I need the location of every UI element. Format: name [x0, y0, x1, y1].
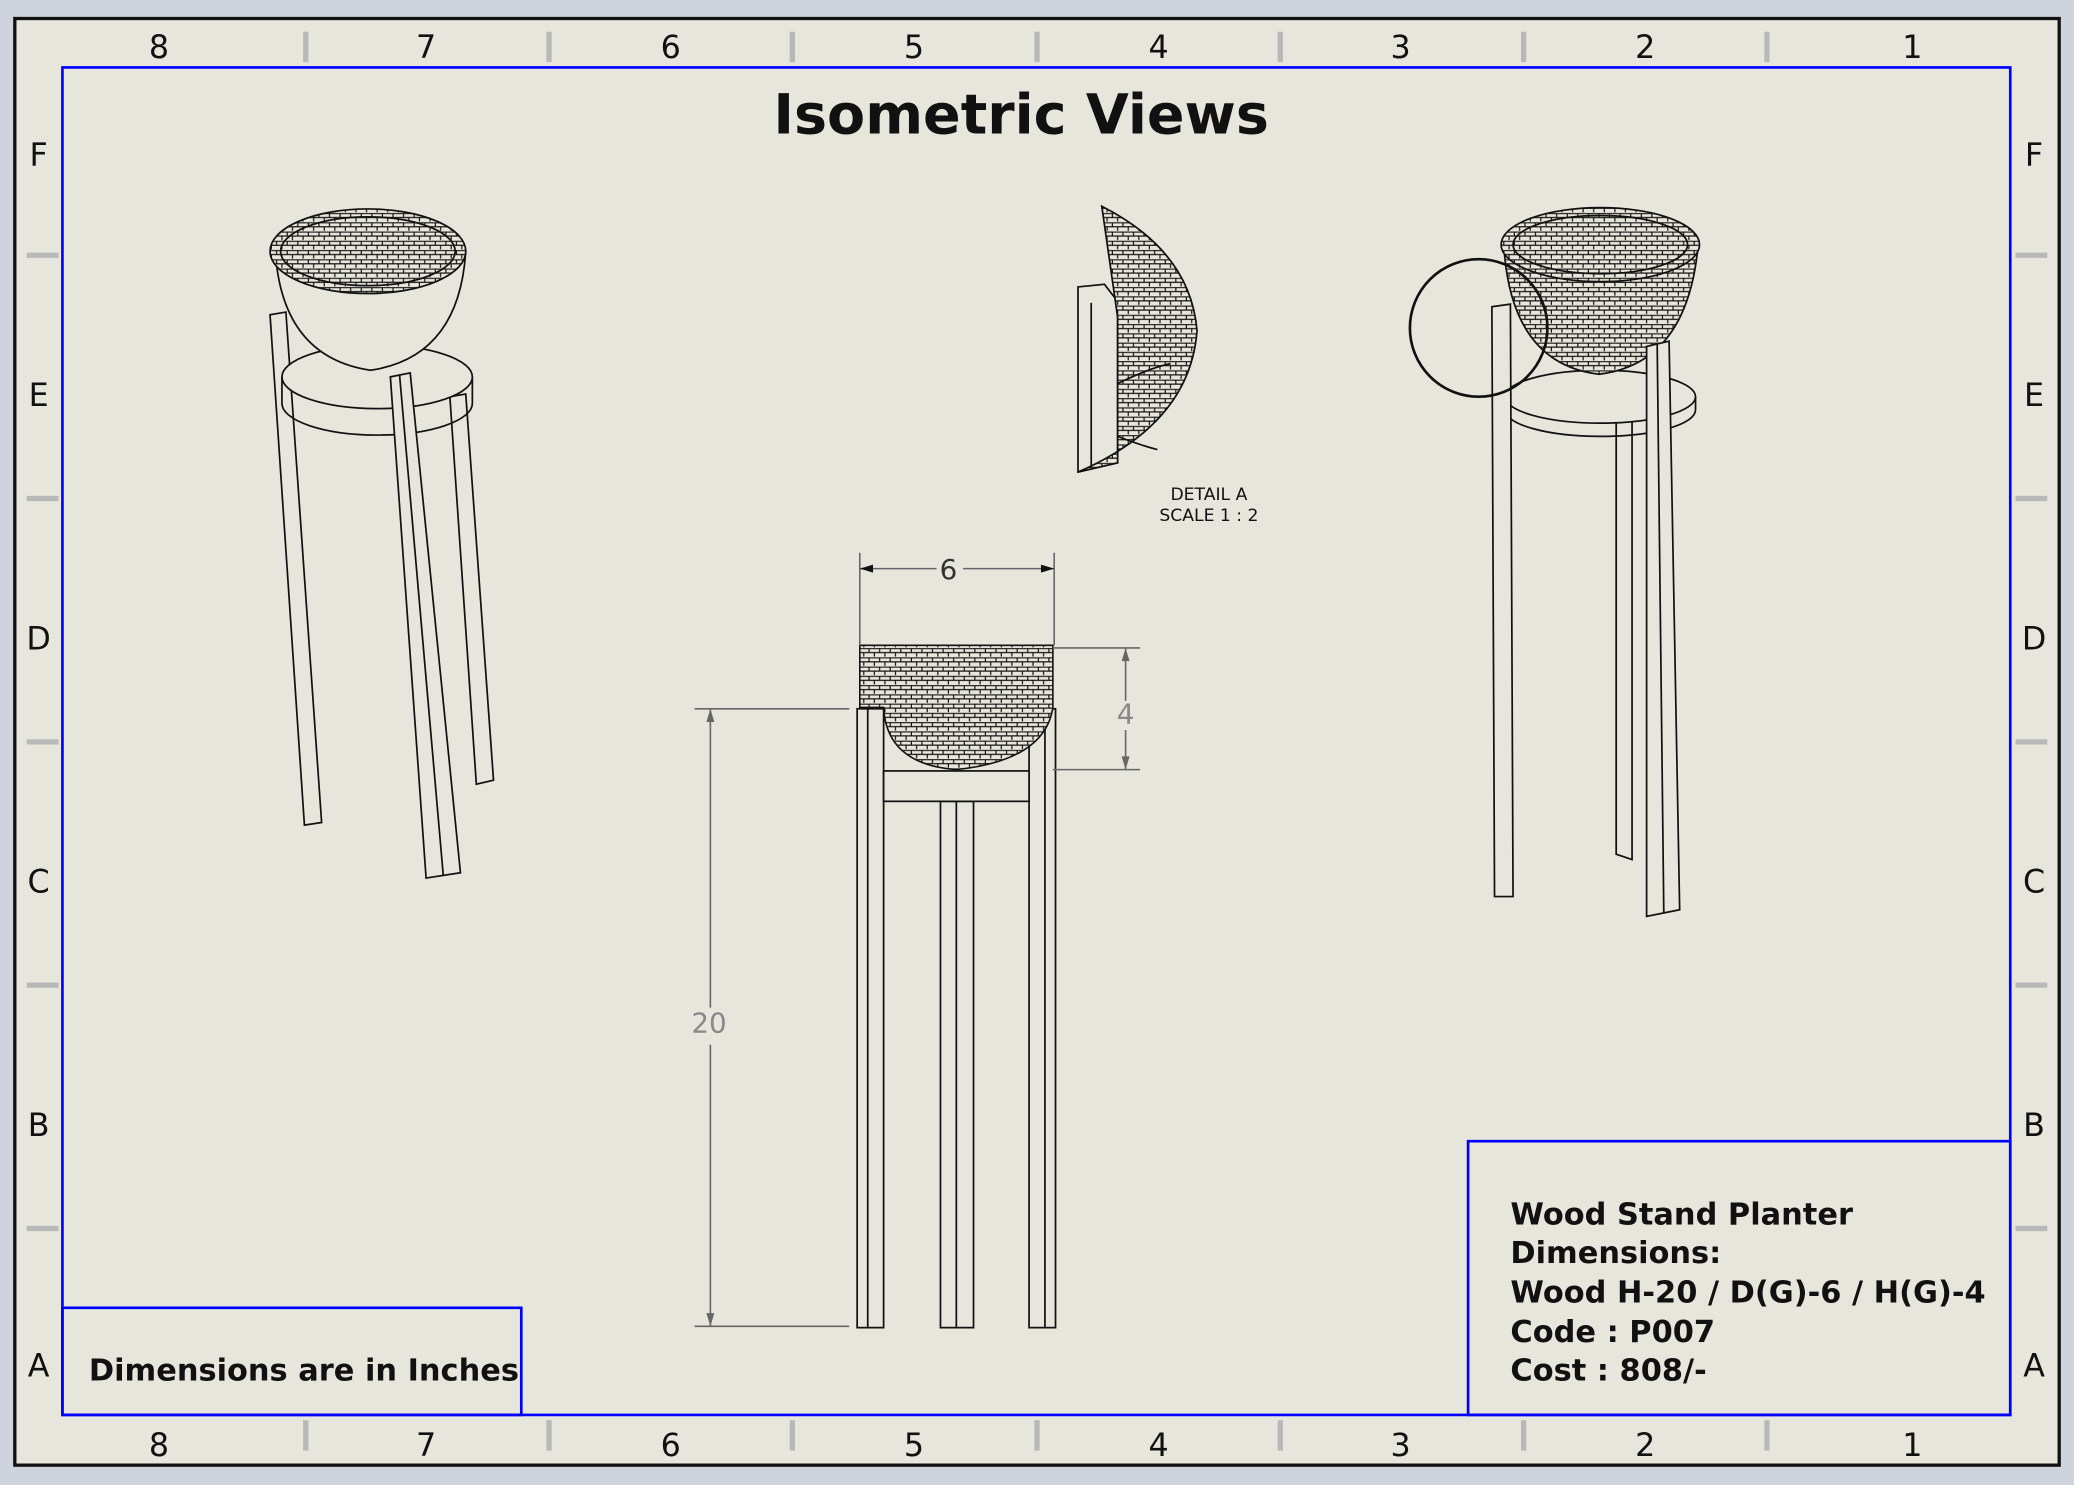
zone-label: 2	[1635, 1428, 1655, 1464]
isometric-view-left	[269, 208, 495, 880]
zone-label: B	[28, 1108, 50, 1144]
dimension-basket-height: 4	[1117, 697, 1135, 730]
detail-scale: SCALE 1 : 2	[1159, 506, 1258, 526]
zone-label: 6	[661, 1428, 681, 1464]
zone-label: A	[2023, 1349, 2045, 1385]
column-zone-labels-bottom: 8 7 6 5 4 3 2 1	[149, 1428, 1923, 1464]
zone-label: A	[28, 1349, 50, 1385]
title-block	[1466, 1139, 2012, 1417]
front-view	[856, 644, 1057, 1329]
dimension-stand-height: 20	[691, 1007, 726, 1040]
column-zone-labels-top: 8 7 6 5 4 3 2 1	[149, 30, 1923, 66]
zone-label: 2	[1635, 30, 1655, 66]
sheet-title: Isometric Views	[773, 83, 1269, 148]
zone-label: D	[2022, 621, 2046, 657]
row-zone-labels-left: F E D C B A	[26, 137, 50, 1384]
part-code: Code : P007	[1510, 1315, 1715, 1350]
zone-label: 3	[1391, 1428, 1411, 1464]
zone-label: C	[2023, 865, 2045, 901]
dimension-diameter: 6	[940, 553, 958, 586]
zone-label: 4	[1149, 30, 1169, 66]
zone-label: 7	[416, 1428, 436, 1464]
dimensions-label: Dimensions:	[1510, 1236, 1721, 1271]
zone-label: 8	[149, 30, 169, 66]
zone-label: D	[26, 621, 50, 657]
zone-label: 4	[1149, 1428, 1169, 1464]
zone-label: 1	[1902, 1428, 1922, 1464]
zone-label: C	[28, 865, 50, 901]
detail-label: DETAIL A	[1170, 485, 1247, 505]
zone-ticks	[26, 31, 2048, 1451]
dimension-lines	[694, 552, 1141, 1328]
drawing-border	[61, 66, 2012, 1417]
note-box	[61, 1306, 523, 1417]
zone-label: B	[2023, 1108, 2045, 1144]
zone-label: F	[30, 137, 48, 173]
zone-label: 7	[416, 30, 436, 66]
detail-a-callout-circle	[1408, 257, 1549, 399]
zone-label: E	[29, 378, 49, 414]
dimensions-value: Wood H-20 / D(G)-6 / H(G)-4	[1510, 1276, 1985, 1311]
zone-label: 6	[661, 30, 681, 66]
zone-label: 8	[149, 1428, 169, 1464]
part-cost: Cost : 808/-	[1510, 1354, 1706, 1389]
detail-a-view	[1077, 204, 1198, 474]
zone-label: 5	[904, 30, 924, 66]
zone-label: 1	[1902, 30, 1922, 66]
zone-label: 3	[1391, 30, 1411, 66]
zone-label: 5	[904, 1428, 924, 1464]
isometric-view-right	[1408, 206, 1701, 918]
part-name: Wood Stand Planter	[1510, 1197, 1853, 1232]
row-zone-labels-right: F E D C B A	[2022, 137, 2046, 1384]
zone-label: F	[2025, 137, 2043, 173]
zone-label: E	[2024, 378, 2044, 414]
units-note: Dimensions are in Inches	[89, 1354, 519, 1389]
